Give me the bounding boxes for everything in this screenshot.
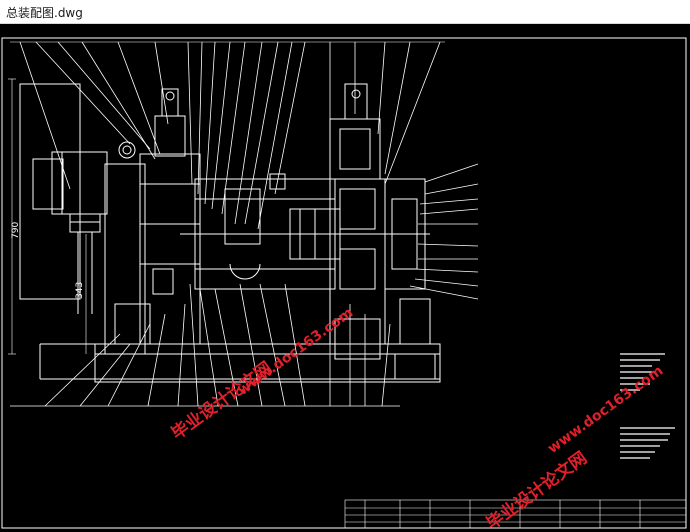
gearbox-right: [329, 83, 426, 360]
technical-notes: [620, 353, 675, 459]
main-housing: [180, 173, 430, 290]
dimension-overall-height: 790: [11, 222, 21, 239]
dimension-center-height: 343: [75, 282, 85, 299]
window-title: 总装配图.dwg: [6, 6, 83, 20]
assembly-drawing: 790 343: [1, 37, 687, 529]
window-titlebar: 总装配图.dwg: [0, 0, 690, 24]
leader-lines-bottom: [10, 283, 400, 407]
motor-body: [19, 83, 108, 314]
leader-lines-right: [409, 163, 479, 300]
machine-base: [39, 298, 441, 383]
dimension-lines: [8, 78, 87, 355]
cad-drawing-canvas[interactable]: 790 343 毕业设计论文网 www.doc163.com www.doc16…: [0, 24, 690, 532]
leader-lines-top: [19, 41, 441, 230]
drawing-border: [1, 37, 687, 529]
coupling-section: [104, 88, 201, 355]
title-block: [344, 499, 687, 529]
